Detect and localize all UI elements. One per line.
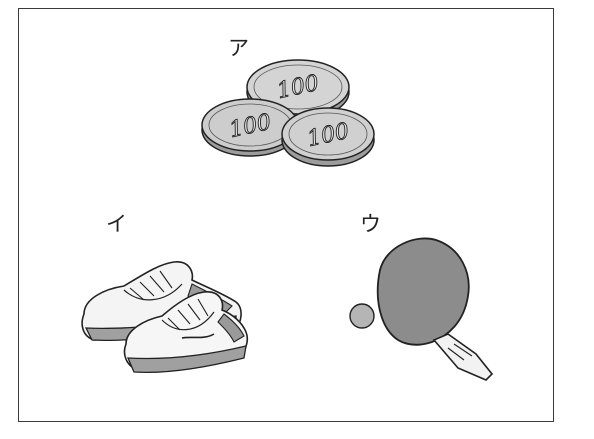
- paddle: [376, 237, 494, 381]
- coins-icon: 100 100 100: [198, 54, 388, 174]
- option-label-u: ウ: [360, 212, 381, 236]
- ping-pong-ball: [349, 303, 375, 329]
- sneakers-icon: [64, 244, 254, 384]
- option-label-i: イ: [106, 212, 127, 236]
- coin-back: 100: [246, 59, 350, 120]
- table-tennis-paddle-icon: [336, 222, 516, 392]
- coin-right: 100: [281, 107, 375, 167]
- option-label-a: ア: [228, 36, 249, 60]
- sneaker-front: [123, 291, 249, 374]
